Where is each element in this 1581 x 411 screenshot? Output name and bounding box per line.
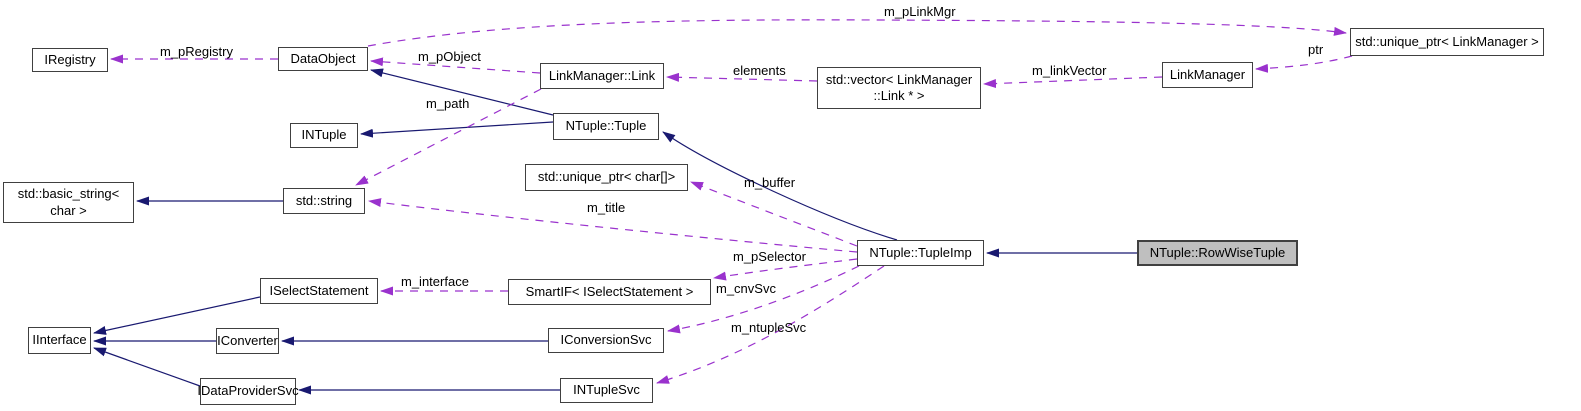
node-ntuple-tuple[interactable]: NTuple::Tuple — [553, 113, 659, 140]
edge-usage-m-ntuplesvc — [656, 265, 885, 384]
edge-label-m-path: m_path — [426, 96, 470, 111]
node-std-unique-ptr-linkmanager[interactable]: std::unique_ptr< LinkManager > — [1350, 28, 1544, 56]
edge-inherit-tupleimp-tuple — [662, 131, 898, 241]
edge-label-m-pobject: m_pObject — [418, 49, 481, 64]
node-ntuple-rowwisetuple: NTuple::RowWiseTuple — [1137, 240, 1298, 266]
edge-usage-m-path — [355, 88, 542, 186]
edge-label-m-pregistry: m_pRegistry — [160, 44, 233, 59]
node-dataobject[interactable]: DataObject — [278, 47, 368, 71]
node-linkmanager[interactable]: LinkManager — [1162, 62, 1253, 88]
edge-inherit-idataprovider-iinterface — [93, 347, 201, 387]
edge-label-m-pselector: m_pSelector — [733, 249, 806, 264]
node-smartif-iselectstatement[interactable]: SmartIF< ISelectStatement > — [508, 279, 711, 305]
node-idataprovidersvc[interactable]: IDataProviderSvc — [197, 378, 299, 405]
edge-usage-m-plinkmgr — [367, 19, 1347, 47]
edge-usage-m-buffer — [690, 181, 858, 247]
edge-usage-elements — [666, 72, 818, 82]
edge-label-m-interface: m_interface — [401, 274, 469, 289]
edge-label-m-ntuplesvc: m_ntupleSvc — [731, 320, 807, 335]
node-iregistry[interactable]: IRegistry — [32, 48, 108, 72]
edge-label-m-title: m_title — [587, 200, 626, 215]
edge-label-m-plinkmgr: m_pLinkMgr — [884, 4, 956, 19]
edge-label-elements: elements — [733, 63, 786, 78]
edge-label-m-cnvsvc: m_cnvSvc — [716, 281, 776, 296]
node-std-vector-linkmanager-link[interactable]: std::vector< LinkManager ::Link * > — [817, 67, 981, 109]
node-iconverter[interactable]: IConverter — [216, 328, 279, 354]
edge-inherit-iselect-iinterface — [93, 296, 261, 335]
edge-inherit-tuple-intuple — [360, 121, 554, 138]
node-std-unique-ptr-char[interactable]: std::unique_ptr< char[]> — [525, 164, 688, 191]
edge-usage-m-pobject — [370, 57, 541, 74]
node-linkmanager-link[interactable]: LinkManager::Link — [540, 63, 664, 89]
edge-usage-m-title — [368, 198, 858, 253]
node-intuplesvc[interactable]: INTupleSvc — [560, 378, 653, 403]
node-std-string[interactable]: std::string — [283, 188, 365, 214]
edge-usage-ptr — [1255, 55, 1353, 73]
node-iinterface[interactable]: IInterface — [28, 327, 91, 354]
node-intuple[interactable]: INTuple — [290, 123, 358, 148]
edge-usage-m-pselector — [713, 258, 858, 281]
node-std-basic-string-char[interactable]: std::basic_string< char > — [3, 182, 134, 223]
node-iconversionsvc[interactable]: IConversionSvc — [548, 328, 664, 353]
edge-label-m-buffer: m_buffer — [744, 175, 796, 190]
node-ntuple-tupleimp[interactable]: NTuple::TupleImp — [857, 240, 984, 266]
edge-usage-m-linkvector — [983, 76, 1163, 89]
node-iselectstatement[interactable]: ISelectStatement — [260, 278, 378, 304]
edge-inherit-tuple-dataobject — [370, 68, 554, 116]
edge-label-m-linkvector: m_linkVector — [1032, 63, 1107, 78]
edge-label-ptr: ptr — [1308, 42, 1324, 57]
